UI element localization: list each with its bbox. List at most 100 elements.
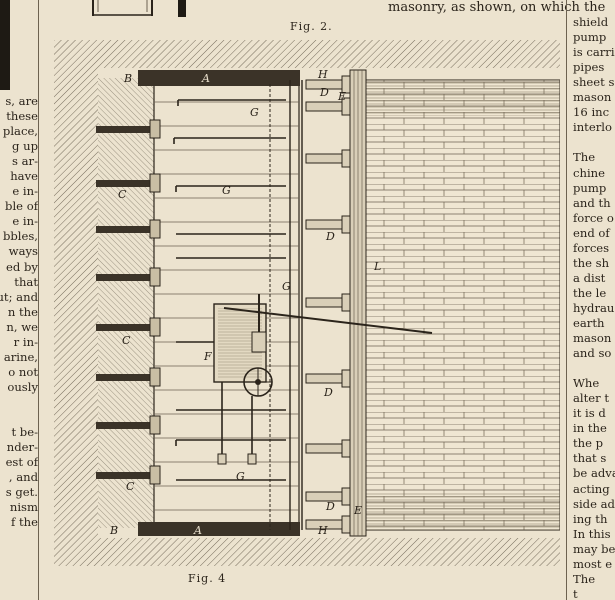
top-black-bar bbox=[178, 0, 186, 17]
right-column-line: that s bbox=[573, 451, 607, 466]
right-column-line: t bbox=[573, 586, 578, 600]
right-column-line: The bbox=[573, 571, 596, 586]
left-column-line: g up bbox=[12, 139, 38, 154]
right-column-line: earth bbox=[573, 315, 605, 330]
left-column-line: s ar- bbox=[11, 154, 38, 169]
left-column-line: o not bbox=[8, 364, 38, 379]
right-column-line: the le bbox=[573, 285, 607, 300]
right-column-line: pump bbox=[573, 180, 607, 195]
figure-2-caption: Fig. 2. bbox=[290, 20, 333, 33]
right-column-line: 16 inc bbox=[573, 105, 610, 120]
label-G4: G bbox=[236, 470, 245, 483]
label-A-bottom: A bbox=[193, 524, 202, 537]
column-rule-right bbox=[566, 0, 567, 600]
top-beam-A bbox=[138, 70, 300, 86]
left-column-line: n, we bbox=[6, 319, 38, 334]
right-column-line: the sh bbox=[573, 255, 610, 270]
label-D1: D bbox=[319, 86, 329, 99]
label-F: F bbox=[203, 350, 212, 363]
left-column-line: e in- bbox=[12, 214, 38, 229]
left-column-line: have bbox=[10, 169, 38, 184]
left-column-line: that bbox=[14, 274, 38, 289]
right-column-line: ing th bbox=[573, 511, 608, 526]
left-column-line: f the bbox=[11, 515, 38, 530]
right-column-line bbox=[573, 0, 615, 15]
label-G3: G bbox=[282, 280, 291, 293]
right-column-line: the p bbox=[573, 436, 604, 451]
pump-lever bbox=[223, 307, 433, 334]
right-column-line: a dist bbox=[573, 270, 606, 285]
right-column-line: pump bbox=[573, 30, 607, 45]
left-column-line: these bbox=[6, 109, 38, 124]
label-D2: D bbox=[325, 230, 335, 243]
right-column-line: side ad bbox=[573, 496, 615, 511]
label-E-bottom: E bbox=[353, 504, 362, 517]
column-rule-left bbox=[38, 0, 39, 600]
right-column-line: forces bbox=[573, 240, 610, 255]
label-G2: G bbox=[222, 184, 231, 197]
top-text-line: masonry, as shown, on which the bbox=[388, 0, 606, 15]
left-column-line: ed by bbox=[6, 259, 38, 274]
right-column-line: end of bbox=[573, 225, 610, 240]
label-C3: C bbox=[126, 480, 135, 493]
right-column-line: mason bbox=[573, 331, 612, 346]
right-column-line: be adva bbox=[573, 466, 615, 481]
right-column-line: pipes bbox=[573, 60, 605, 75]
right-column-line: acting bbox=[573, 481, 610, 496]
right-column-line: and th bbox=[573, 195, 611, 210]
right-column-line: shield bbox=[573, 15, 609, 30]
label-D4: D bbox=[325, 500, 335, 513]
left-column-line: est of bbox=[5, 455, 38, 470]
right-column-line: it is d bbox=[573, 406, 606, 421]
left-column-line: ously bbox=[7, 379, 38, 394]
brick-lining bbox=[365, 79, 560, 531]
right-column-line: most e bbox=[573, 556, 613, 571]
right-column-line: is carri bbox=[573, 45, 615, 60]
left-column-line bbox=[0, 410, 38, 425]
label-C1: C bbox=[118, 188, 127, 201]
left-column-line: ways bbox=[8, 244, 38, 259]
right-column-line: interlo bbox=[573, 120, 612, 135]
label-E-top: E bbox=[337, 90, 346, 103]
right-column-line bbox=[573, 361, 615, 376]
left-column-line: ut; and bbox=[0, 289, 38, 304]
right-column-line: chine bbox=[573, 165, 605, 180]
right-column-line: hydrau bbox=[573, 300, 615, 315]
right-column-line: force o bbox=[573, 210, 614, 225]
right-column-line: The bbox=[573, 150, 596, 165]
bottom-beam-A bbox=[138, 522, 300, 536]
label-A-top: A bbox=[201, 72, 210, 85]
label-H-top: H bbox=[317, 68, 328, 81]
left-column-line bbox=[0, 395, 38, 410]
right-column-line: and so bbox=[573, 346, 612, 361]
top-partial-figure bbox=[92, 0, 153, 16]
right-column-line: may be bbox=[573, 541, 615, 556]
right-column-line: sheet s bbox=[573, 75, 615, 90]
label-L: L bbox=[373, 260, 381, 273]
left-column-line: nism bbox=[9, 500, 38, 515]
label-G1: G bbox=[250, 106, 259, 119]
figure-4-caption: Fig. 4 bbox=[188, 572, 227, 585]
left-column-line: t be- bbox=[11, 425, 38, 440]
left-column-line: n the bbox=[7, 304, 38, 319]
label-D3: D bbox=[323, 386, 333, 399]
left-column-line: s, are bbox=[5, 94, 38, 108]
label-H-bottom: H bbox=[317, 524, 328, 537]
left-column-line: r in- bbox=[13, 334, 38, 349]
right-column-line: mason bbox=[573, 90, 612, 105]
left-column-line: nder- bbox=[6, 440, 38, 455]
right-column-line bbox=[573, 135, 615, 150]
engraving-figure-4: B A H D E G C G D L G C F D G C D E B A … bbox=[54, 40, 560, 566]
left-column-line: place, bbox=[2, 124, 38, 139]
left-column-line: , and bbox=[8, 470, 38, 485]
left-column-line: e in- bbox=[12, 184, 38, 199]
label-B-top: B bbox=[123, 72, 132, 85]
label-C2: C bbox=[122, 334, 131, 347]
right-column-line: in the bbox=[573, 421, 607, 436]
left-column-line: s get. bbox=[5, 485, 38, 500]
right-column-line: Whe bbox=[573, 376, 600, 391]
